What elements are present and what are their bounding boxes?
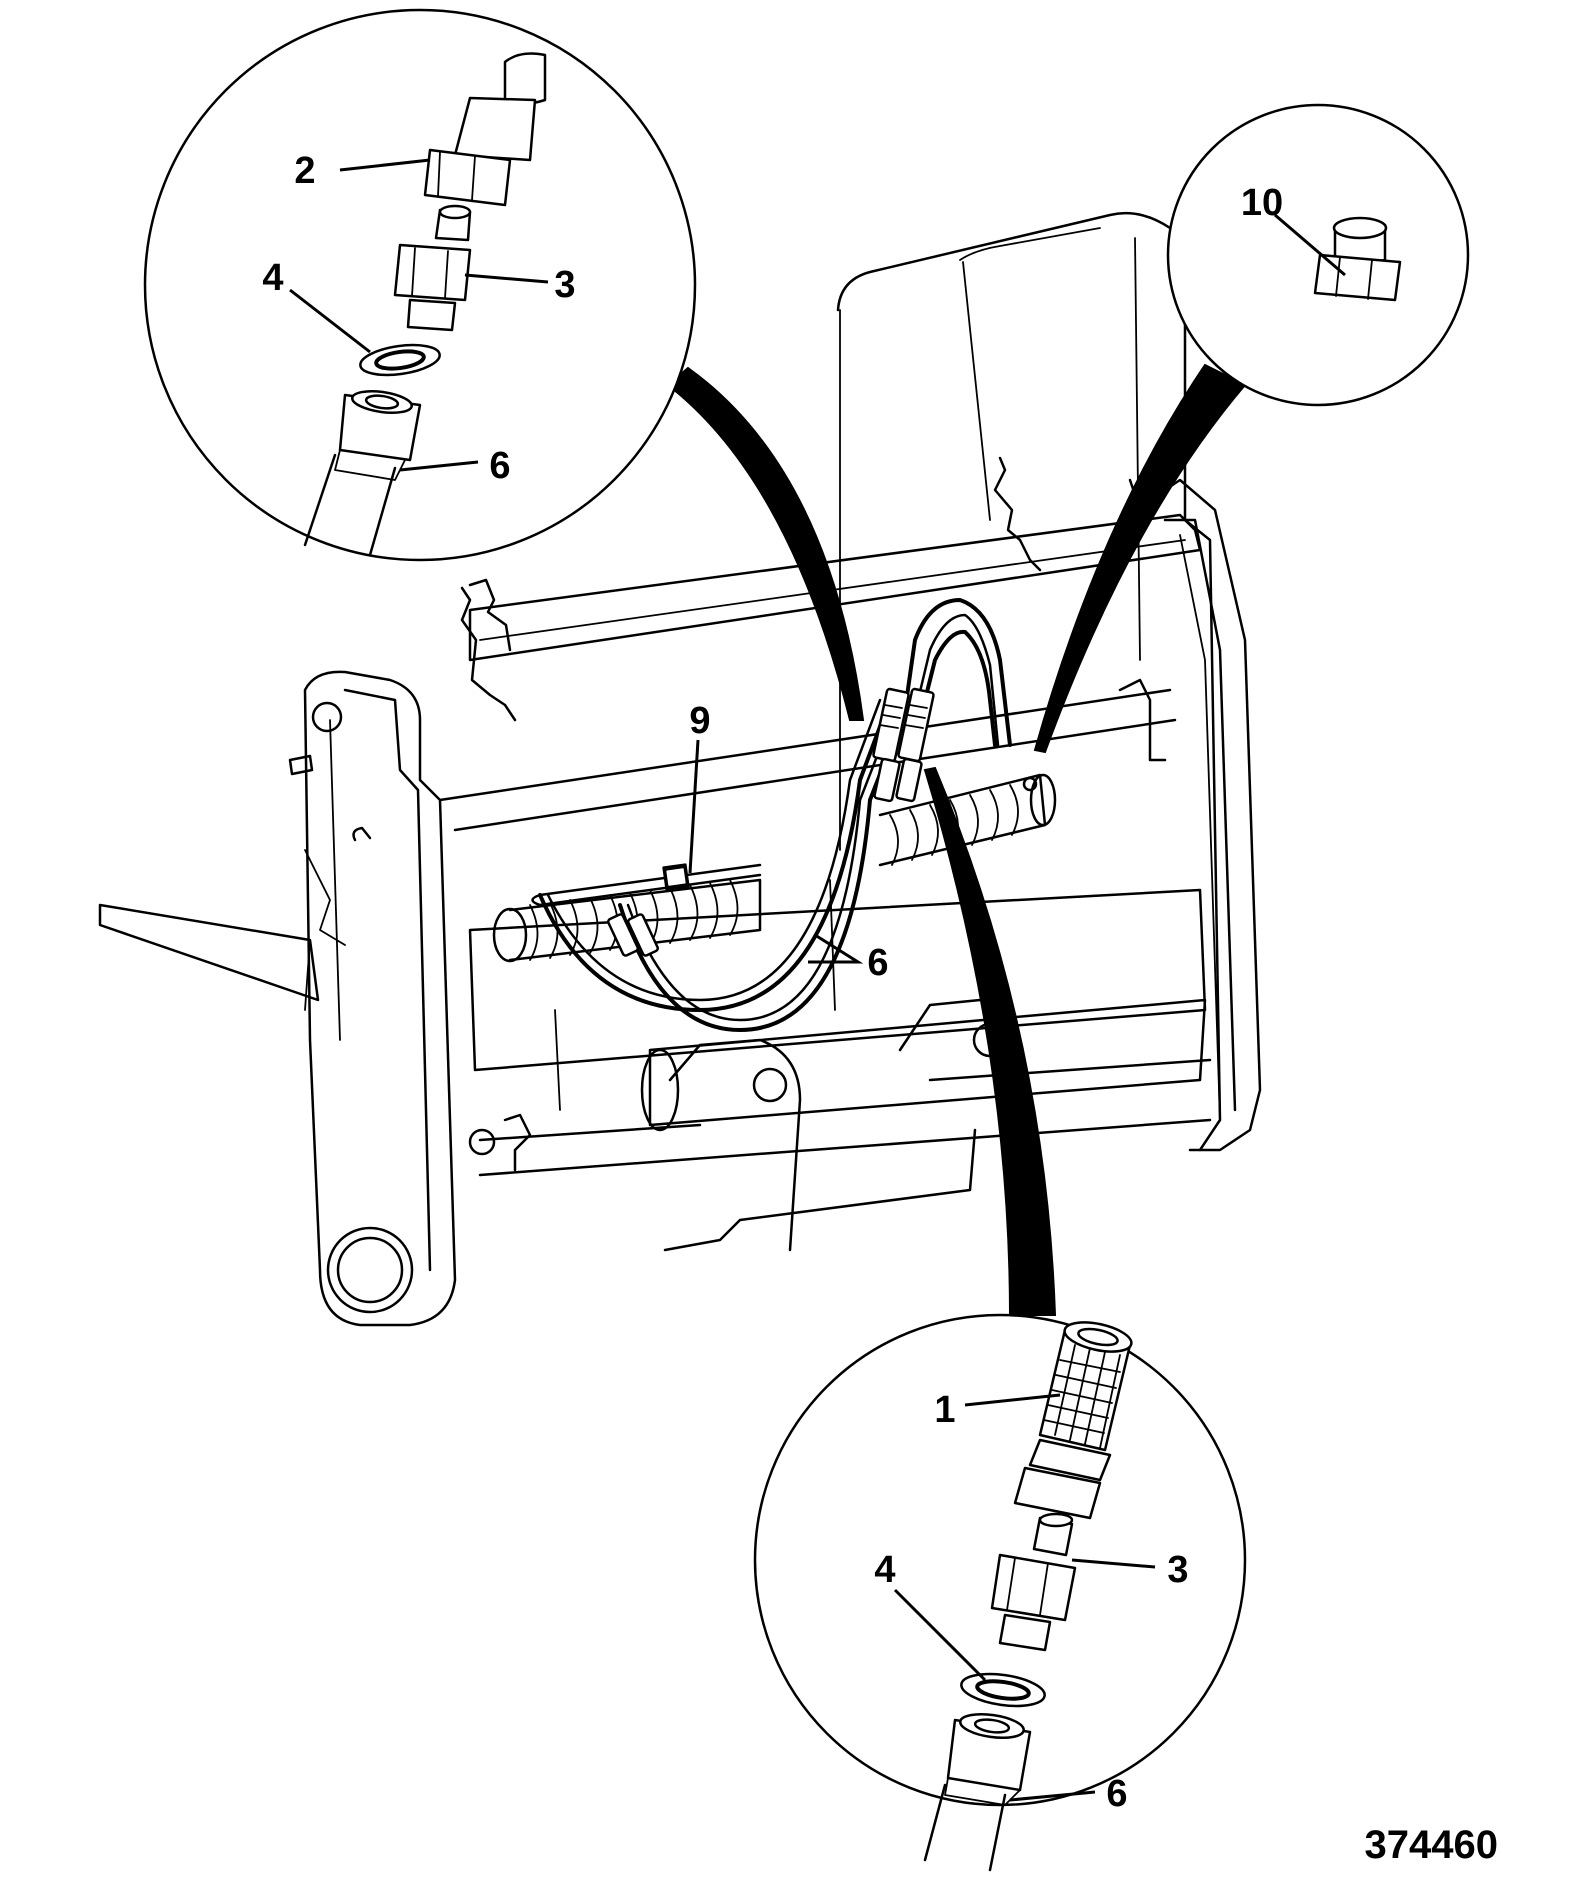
callout-6: 6 [489, 445, 510, 487]
part-10-blanking-plug [1313, 216, 1402, 302]
hose-a [538, 698, 892, 1012]
pointer-top-right [1033, 363, 1247, 754]
right-frame [1148, 478, 1262, 1152]
upper-cross-beam [468, 513, 1202, 662]
part-3-adaptor-bottom [990, 1512, 1077, 1652]
callout-9: 9 [689, 700, 710, 742]
detail-bottom: 1 3 4 6 [753, 766, 1247, 1872]
hoses-main [538, 598, 1012, 1032]
detail-top-right: 10 [1033, 103, 1470, 754]
callout-4: 4 [262, 257, 283, 299]
fork-tine [98, 903, 320, 1002]
main-view-callouts: 9 6 [688, 700, 889, 984]
callout-4-bottom: 4 [874, 1549, 895, 1591]
callout-3-bottom: 3 [1167, 1549, 1188, 1591]
main-assembly [98, 211, 1262, 1327]
part-4-seal-bottom [960, 1672, 1046, 1708]
part-3-adaptor [393, 204, 472, 332]
pointer-top-left [666, 366, 865, 721]
left-arm [303, 670, 457, 1327]
back-plate [836, 211, 1222, 1152]
part-1-female-coupler [1013, 1321, 1133, 1520]
callout-3: 3 [554, 264, 575, 306]
callout-1: 1 [934, 1389, 955, 1431]
couplings-main [607, 687, 935, 957]
lower-cross-beam [468, 888, 1207, 1072]
detail-top-left: 2 3 4 6 [143, 8, 865, 721]
callout-6-bottom: 6 [1106, 1773, 1127, 1815]
callout-6-main: 6 [867, 942, 888, 984]
figure-number: 374460 [1365, 1823, 1498, 1867]
part-2-male-coupler [423, 52, 547, 207]
part-4-seal [359, 343, 441, 377]
callout-2: 2 [294, 150, 315, 192]
part-6-hose-top [303, 390, 422, 557]
spring-cylinder-left [492, 878, 762, 963]
callout-10: 10 [1241, 182, 1283, 224]
part-6-hose-bottom [923, 1712, 1032, 1872]
pointer-bottom [923, 766, 1057, 1316]
hose-b [618, 708, 907, 1032]
hose-clamp [663, 865, 689, 889]
